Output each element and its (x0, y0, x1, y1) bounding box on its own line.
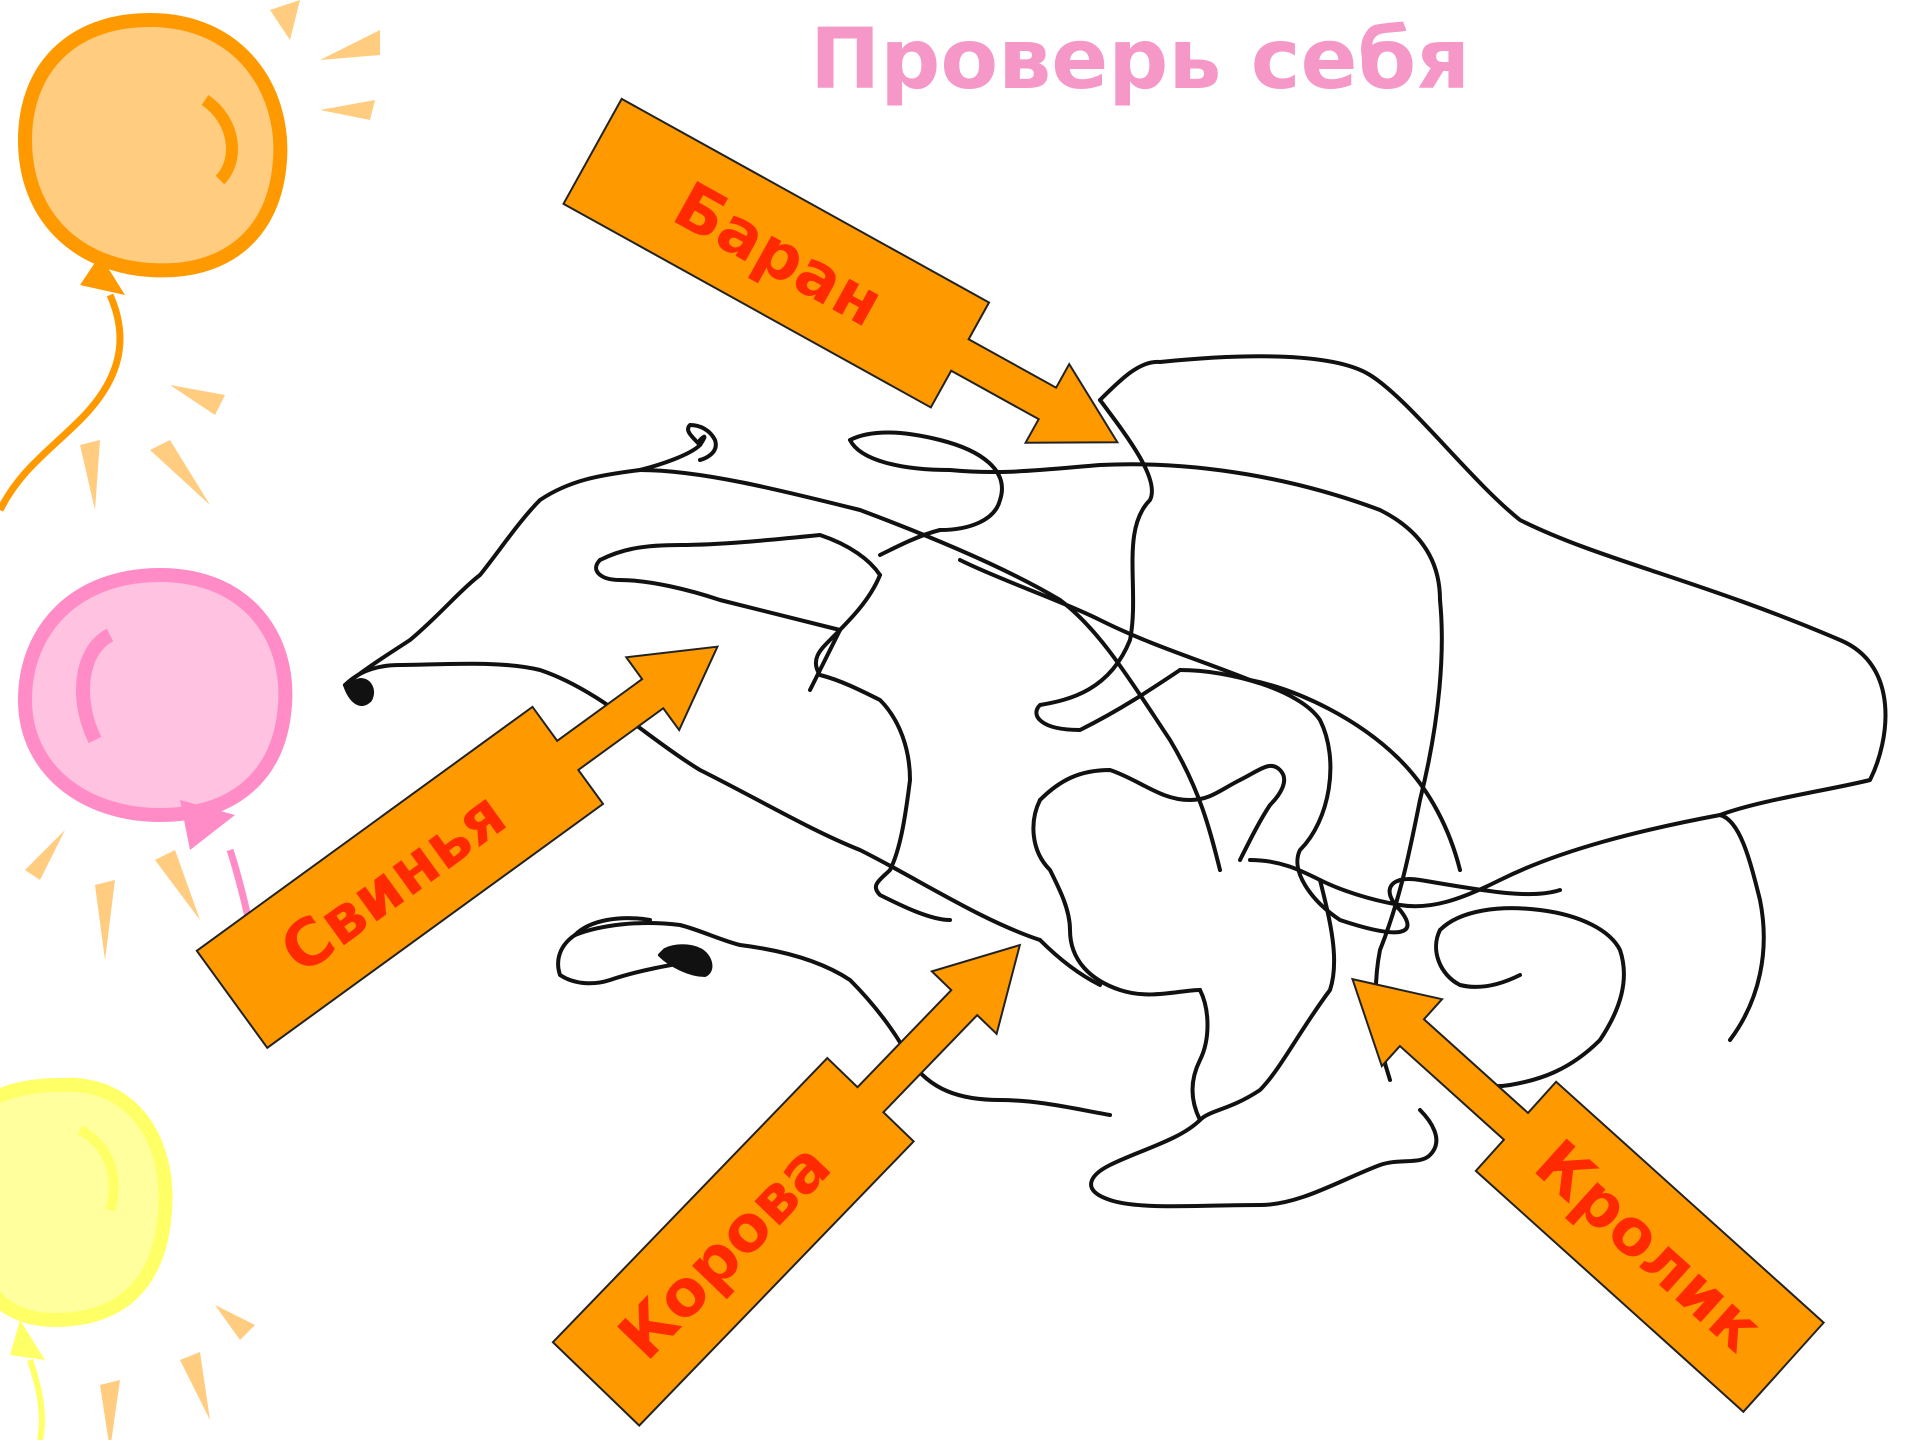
pig-outline (343, 661, 1042, 942)
balloon-orange-icon (0, 0, 380, 512)
arrow-sheep: Баран (562, 97, 1120, 444)
rabbit-outline (1178, 668, 1562, 935)
balloon-yellow-icon (0, 1077, 255, 1440)
cow-outline (598, 533, 882, 577)
arrow-rabbit: Кролик (1350, 977, 1826, 1414)
arrow-cow: Корова (551, 943, 1022, 1427)
sheep-outline (1098, 354, 1888, 909)
balloon-pink-icon (17, 567, 293, 960)
slide-title: Проверь себя (809, 10, 1471, 108)
animal-outlines-drawing (343, 354, 1888, 1209)
